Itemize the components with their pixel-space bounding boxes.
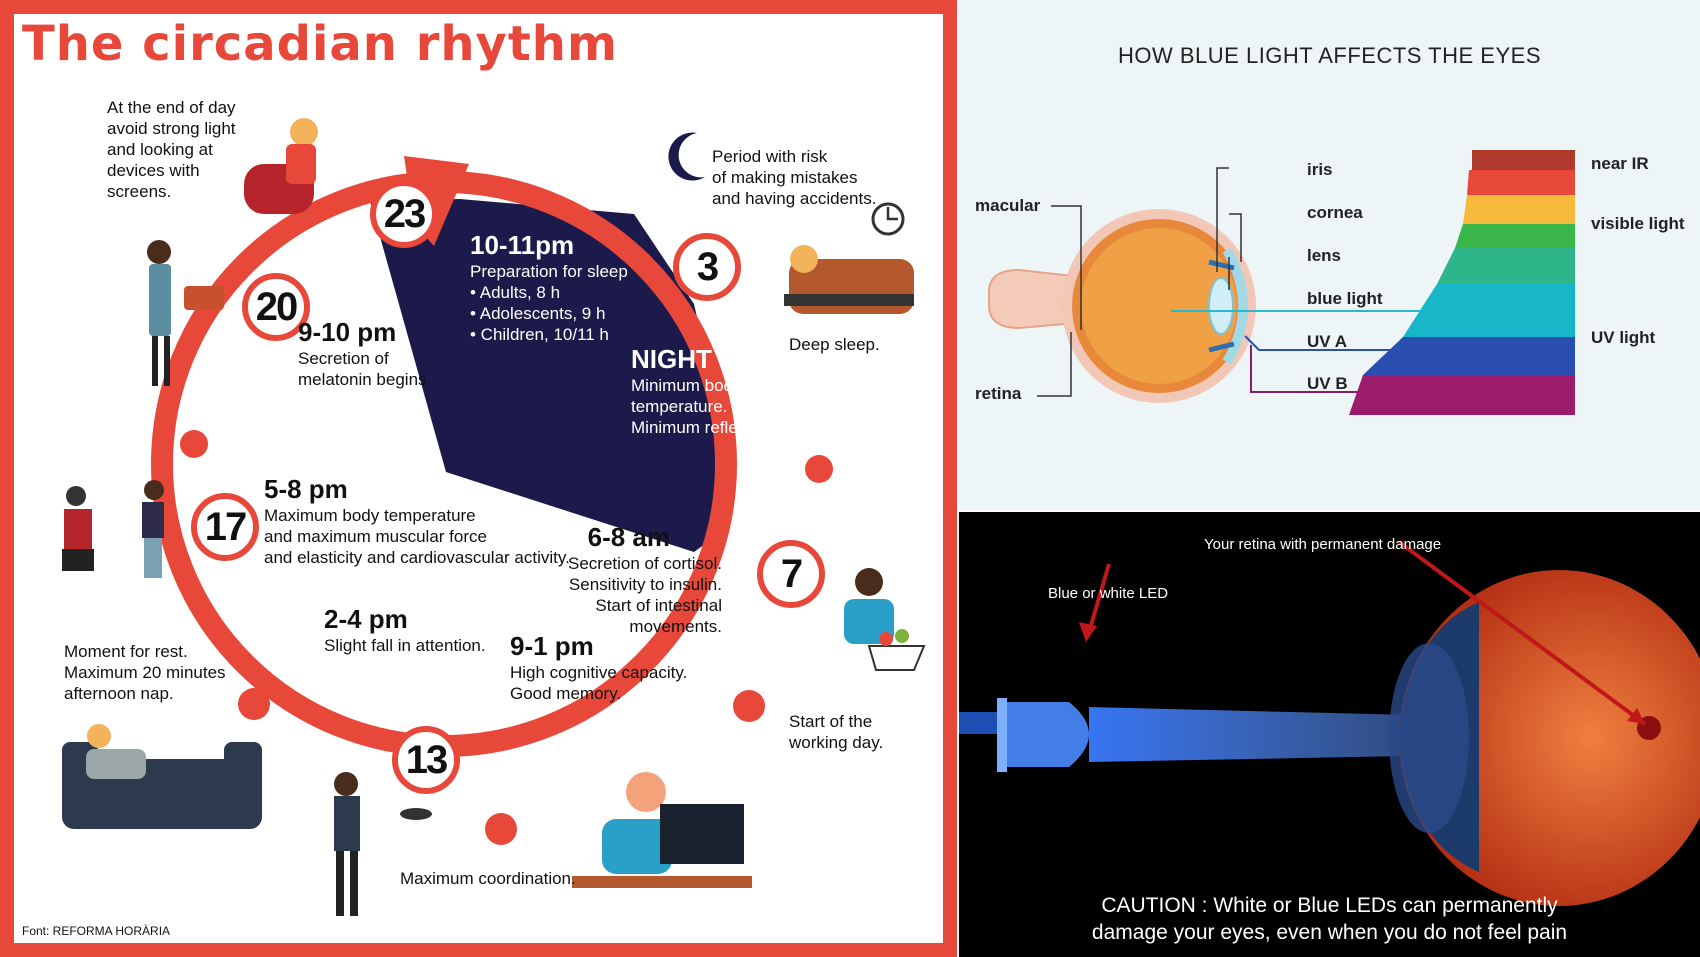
reading-person-illustration — [244, 118, 318, 214]
hour-3: 3 — [673, 233, 741, 301]
uva-ray — [1244, 335, 1409, 351]
retina-damage-label: Your retina with permanent damage — [1204, 536, 1442, 553]
cognitive-block: 9-1 pm High cognitive capacity. Good mem… — [510, 631, 688, 703]
hour-20: 20 — [242, 273, 310, 341]
sofa-illustration — [62, 724, 262, 829]
label-cornea: cornea — [1307, 203, 1363, 222]
sleeping-person-illustration — [784, 245, 914, 314]
caution-text: CAUTION : White or Blue LEDs can permane… — [1091, 894, 1568, 944]
led-arrow — [1087, 563, 1111, 633]
morning-block: 6-8 am Secretion of cortisol. Sensitivit… — [567, 522, 722, 636]
lens — [1208, 277, 1234, 335]
circadian-inner: The circadian rhythm — [14, 14, 943, 943]
cornea — [1222, 247, 1248, 365]
label-macular: macular — [975, 196, 1041, 215]
blue-light-panel: HOW BLUE LIGHT AFFECTS THE EYES — [959, 0, 1700, 510]
night-block: NIGHT Minimum body temperature. Minimum … — [631, 344, 769, 437]
coordination-text: Maximum coordination. — [400, 869, 576, 888]
led-illustration — [959, 540, 1700, 906]
damaged-eye-illustration — [1389, 570, 1700, 906]
circadian-title: The circadian rhythm — [22, 16, 618, 72]
label-near-ir: near IR — [1591, 154, 1649, 173]
hour-7: 7 — [757, 540, 825, 608]
eye-interior — [1081, 228, 1237, 384]
retina-arrow — [1397, 540, 1647, 726]
hour-23: 23 — [370, 180, 438, 248]
moon-icon — [668, 132, 705, 181]
label-uvb: UV B — [1307, 374, 1348, 393]
computer-person-illustration — [572, 772, 752, 888]
circadian-panel: The circadian rhythm — [0, 0, 957, 957]
night-wedge — [370, 199, 719, 552]
label-lens: lens — [1307, 246, 1342, 265]
spectrum-bar — [1349, 150, 1575, 415]
baking-person-illustration — [147, 240, 224, 386]
iris — [1208, 259, 1235, 353]
label-uv-light: UV light — [1591, 328, 1656, 347]
melatonin-block: 9-10 pm Secretion of melatonin begins. — [298, 317, 432, 389]
sun-icons — [180, 430, 833, 845]
led-icon — [959, 698, 1089, 772]
hour-13: 13 — [392, 726, 460, 794]
label-retina: retina — [975, 384, 1022, 403]
label-blue-light: blue light — [1307, 289, 1383, 308]
afternoon-block: 2-4 pm Slight fall in attention. — [324, 604, 486, 655]
label-uva: UV A — [1307, 332, 1347, 351]
running-people-illustration — [62, 480, 164, 578]
source-text: Font: REFORMA HORÀRIA — [22, 924, 171, 938]
hour-17: 17 — [191, 493, 259, 561]
led-panel: Your retina with permanent damage Blue o… — [959, 512, 1700, 957]
blue-light-title: HOW BLUE LIGHT AFFECTS THE EYES — [1118, 43, 1541, 68]
circadian-ring — [62, 118, 926, 916]
deep-sleep-text: Deep sleep. — [789, 335, 880, 354]
eye-diagram — [988, 150, 1575, 415]
cooking-person-illustration — [334, 772, 432, 916]
label-visible-light: visible light — [1591, 214, 1685, 233]
eating-person-illustration — [844, 568, 926, 671]
prep-block: 10-11pm Preparation for sleep • Adults, … — [470, 230, 628, 344]
evening-block: 5-8 pm Maximum body temperature and maxi… — [264, 474, 570, 567]
label-iris: iris — [1307, 160, 1333, 179]
led-label: Blue or white LED — [1048, 585, 1169, 602]
uvb-ray — [1250, 345, 1389, 393]
